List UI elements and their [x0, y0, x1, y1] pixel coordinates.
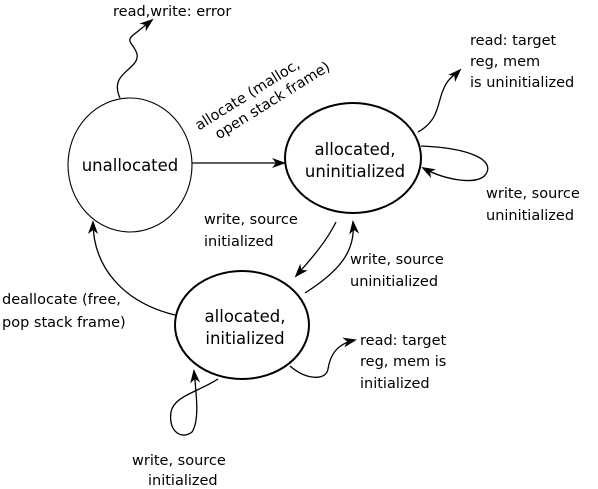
allocate-label-group: allocate (malloc, open stack frame): [193, 57, 334, 143]
initialized-to-uninitialized-label-line2: uninitialized: [350, 274, 438, 290]
state-allocated-uninitialized-label-line2: uninitialized: [305, 162, 405, 181]
deallocate-label-line1: deallocate (free,: [2, 292, 121, 308]
initialized-to-uninitialized-label-line1: write, source: [350, 252, 444, 268]
edge-deallocate: [88, 220, 176, 316]
deallocate-label-line2: pop stack frame): [2, 315, 126, 331]
uninitialized-to-initialized-label-line1: write, source: [204, 212, 298, 228]
initialized-read-label-line2: reg, mem is: [360, 354, 446, 370]
edge-uninitialized-write-self: [420, 145, 489, 182]
edge-uninitialized-to-initialized: [294, 221, 337, 278]
state-allocated-initialized-label-line2: initialized: [205, 329, 284, 348]
uninitialized-write-self-label-line1: write, source: [486, 186, 580, 202]
unallocated-read-write-error-label: read,write: error: [113, 4, 231, 20]
initialized-read-label-line3: initialized: [360, 376, 430, 392]
state-allocated-initialized-node: [174, 270, 310, 380]
uninitialized-read-label-line2: reg, mem: [470, 54, 540, 70]
initialized-write-self-label-line1: write, source: [132, 453, 226, 469]
state-allocated-initialized-label-line1: allocated,: [205, 307, 286, 326]
edge-initialized-write-self: [169, 369, 219, 436]
uninitialized-write-self-label-line2: uninitialized: [486, 208, 574, 224]
edge-unallocated-read-write-error: [116, 18, 154, 99]
uninitialized-read-label-line3: is uninitialized: [470, 75, 574, 91]
uninitialized-to-initialized-label-line2: initialized: [204, 234, 274, 250]
edge-initialized-to-uninitialized: [304, 220, 360, 294]
state-unallocated-label: unallocated: [82, 156, 179, 175]
edge-uninitialized-read: [417, 68, 462, 133]
uninitialized-read-label-line1: read: target: [470, 33, 557, 49]
state-allocated-uninitialized-label-line1: allocated,: [315, 140, 396, 159]
initialized-read-label-line1: read: target: [360, 333, 447, 349]
initialized-write-self-label-line2: initialized: [148, 473, 218, 489]
state-unallocated-node: [67, 97, 193, 233]
edge-initialized-read: [289, 337, 357, 378]
